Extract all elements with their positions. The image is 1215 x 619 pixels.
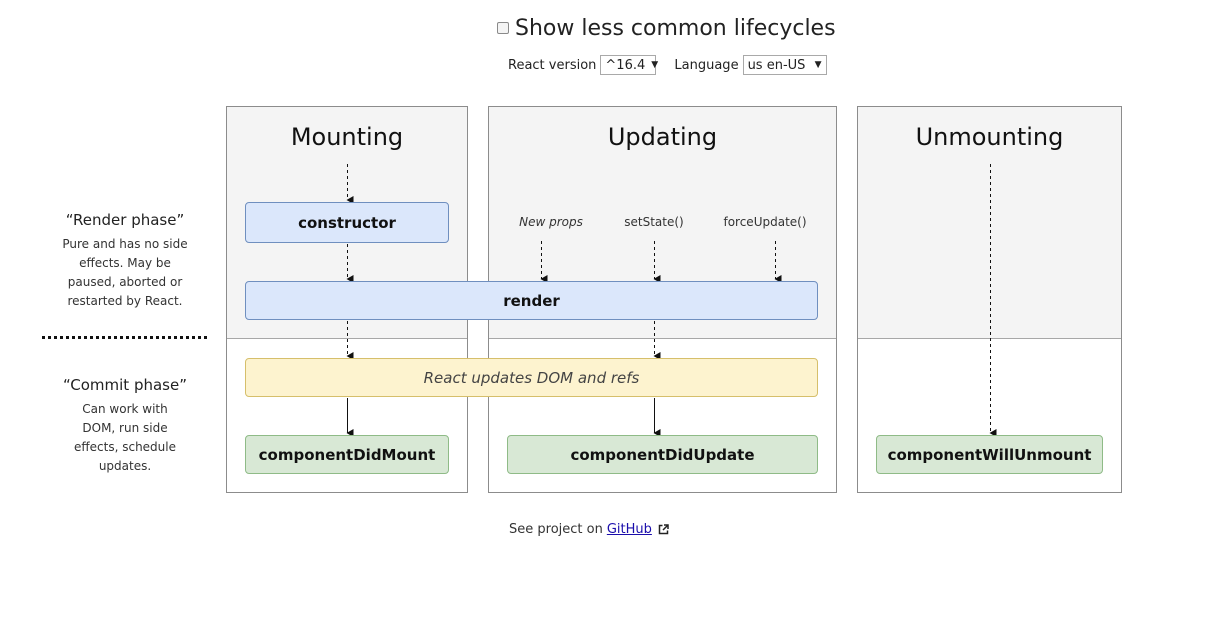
render-box: render (245, 281, 818, 320)
render-phase-title: “Render phase” (65, 211, 185, 229)
unmounting-title: Unmounting (915, 123, 1064, 151)
unmounting-column: Unmounting (857, 106, 1122, 493)
react-version-label: React version (508, 57, 597, 73)
dropdown-arrow-icon: ▼ (651, 60, 659, 70)
commit-phase-annotation: “Commit phase” Can work with DOM, run si… (40, 376, 210, 476)
dropdown-arrow-icon: ▼ (814, 60, 822, 70)
render-phase-area (858, 107, 1121, 339)
react-version-value: ^16.4 (605, 57, 646, 73)
trigger-new-props: New props (519, 215, 583, 229)
language-value: us en-US (747, 57, 806, 73)
updating-title: Updating (607, 123, 718, 151)
render-phase-annotation: “Render phase” Pure and has no side effe… (40, 211, 210, 311)
github-link[interactable]: GitHub (606, 522, 652, 537)
mounting-title: Mounting (290, 123, 404, 151)
language-label: Language (674, 57, 739, 73)
commit-phase-description: Can work with DOM, run side effects, sch… (74, 402, 176, 473)
external-link-icon[interactable] (658, 524, 669, 535)
footer: See project on GitHub (509, 522, 669, 537)
component-did-mount-box: componentDidMount (245, 435, 449, 474)
show-less-common-label[interactable]: Show less common lifecycles (515, 15, 836, 41)
show-less-common-row: Show less common lifecycles (497, 12, 836, 44)
commit-phase-title: “Commit phase” (63, 376, 187, 394)
constructor-box: constructor (245, 202, 449, 243)
render-phase-description: Pure and has no side effects. May be pau… (62, 237, 188, 308)
language-select[interactable]: us en-US ▼ (742, 55, 827, 75)
component-did-update-box: componentDidUpdate (507, 435, 818, 474)
trigger-set-state: setState() (624, 215, 684, 229)
react-version-select[interactable]: ^16.4 ▼ (600, 55, 659, 75)
phase-divider (42, 336, 207, 339)
footer-prefix: See project on (509, 522, 603, 537)
trigger-force-update: forceUpdate() (723, 215, 807, 229)
component-will-unmount-box: componentWillUnmount (876, 435, 1103, 474)
react-updates-dom-box: React updates DOM and refs (245, 358, 818, 397)
show-less-common-checkbox[interactable] (497, 22, 509, 34)
controls-row: React version ^16.4 ▼ Language us en-US … (508, 53, 827, 77)
